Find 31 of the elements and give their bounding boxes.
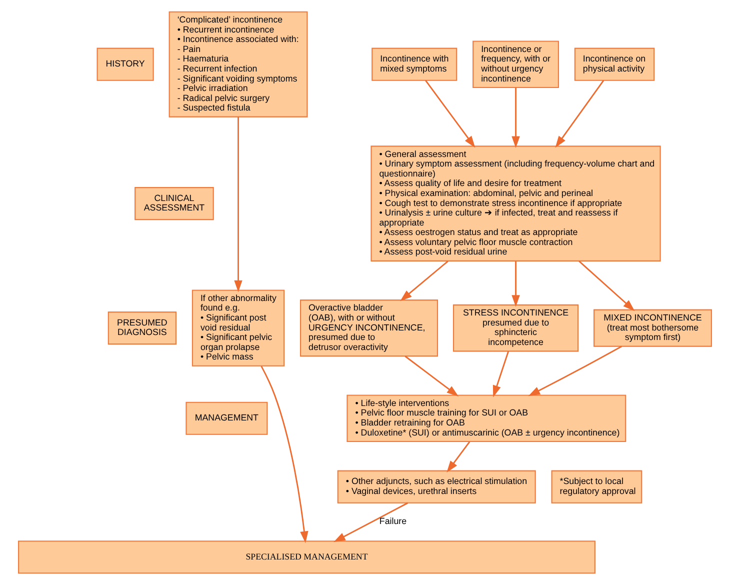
arrow bbox=[578, 260, 634, 312]
node-box: ‘Complicated’ incontinence • Recurrent incontinence • Incontinence associated with: - Pain - Haematuria - Recurrent infection - Significant voiding symptoms - Pelvic irradiation - Radical pelvic surgery - Suspected fistula bbox=[168, 11, 308, 118]
node-box: CLINICAL ASSESSMENT bbox=[134, 187, 214, 220]
node-box: STRESS INCONTINENCE presumed due to sphincteric incompetence bbox=[452, 304, 578, 352]
arrow bbox=[528, 346, 622, 396]
node-box: MIXED INCONTINENCE (treat most bothersome symptom first) bbox=[593, 309, 712, 347]
arrow bbox=[424, 80, 475, 148]
arrow bbox=[511, 261, 520, 307]
node-box: Incontinence or frequency, with or without urgency incontinence bbox=[472, 40, 558, 88]
node-box: • Life-style interventions • Pelvic floor muscle training for SUI or OAB • Bladder retraining for OAB • Duloxetine* (SUI) or antimuscarinic (OAB ± urgency incontinence) bbox=[346, 394, 626, 442]
node-box: *Subject to local regulatory approval bbox=[550, 470, 642, 504]
arrow bbox=[234, 117, 242, 292]
arrow bbox=[446, 441, 470, 472]
node-box: PRESUMED DIAGNOSIS bbox=[107, 312, 176, 345]
node-box: • Other adjuncts, such as electrical stimulation • Vaginal devices, urethral inserts bbox=[336, 470, 536, 504]
node-box: HISTORY bbox=[96, 48, 154, 81]
node-box: Incontinence on physical activity bbox=[574, 48, 654, 81]
node-box: Incontinence with mixed symptoms bbox=[371, 48, 457, 81]
arrow bbox=[400, 260, 448, 302]
node-box: If other abnormality found e.g. • Significant post void residual • Significant pelvic organ prolapse • Pelvic mass bbox=[191, 290, 284, 366]
edge-label: Failure bbox=[378, 516, 406, 526]
arrow bbox=[492, 351, 509, 398]
arrow bbox=[404, 356, 458, 396]
node-box: • General assessment • Urinary symptom assessment (including frequency-volume chart and questionnaire) • Assess quality of life and desire for treatment • Physical examination: abdominal, pelvic and perineal • Cough test to demonstrate stress incontinence if appropriate • Urinalysis ± urine culture ➔ if infected, treat and reassess if appropriate • Assess oestrogen status and treat as appropriate • Assess voluntary pelvic floor muscle contraction • Assess post-void residual urine bbox=[370, 146, 660, 262]
arrow bbox=[554, 80, 604, 148]
arrow bbox=[260, 366, 308, 544]
arrow bbox=[333, 502, 408, 542]
node-box: Overactive bladder (OAB), with or without URGENCY INCONTINENCE, presumed due to detrusor overactivity bbox=[299, 300, 438, 357]
arrow bbox=[511, 88, 520, 148]
node-box: MANAGEMENT bbox=[185, 402, 268, 435]
node-box: SPECIALISED MANAGEMENT bbox=[18, 540, 595, 574]
